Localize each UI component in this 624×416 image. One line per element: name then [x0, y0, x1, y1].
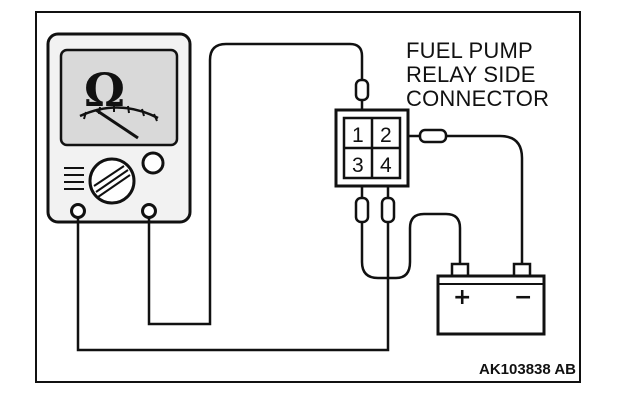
figure-frame	[35, 11, 581, 383]
wire-pin2-to-battery-negative	[446, 134, 524, 266]
lead-to-pin-4	[76, 217, 390, 352]
battery-positive-terminal	[450, 262, 470, 278]
probe-pin-4	[380, 180, 396, 224]
battery-body	[436, 274, 546, 336]
meter-jack-ohm	[141, 203, 157, 219]
battery-icon: + −	[436, 262, 546, 336]
meter-scale-arc	[79, 106, 159, 120]
battery-negative-symbol: −	[514, 285, 532, 310]
pin-1-label: 1	[352, 124, 364, 147]
pin-4-label: 4	[380, 154, 392, 177]
meter-needle	[95, 108, 139, 140]
battery-negative-terminal	[512, 262, 532, 278]
title-line-1: FUEL PUMP	[406, 38, 533, 63]
meter-window	[59, 48, 179, 147]
figure-code: AK103838 AB	[479, 361, 576, 378]
title-line-2: RELAY SIDE	[406, 62, 536, 87]
test-leads	[76, 42, 524, 352]
pin-3-label: 3	[352, 154, 364, 177]
meter-range-marks	[64, 167, 84, 190]
probe-pin-3	[354, 180, 370, 224]
relay-connector-icon: 1 2 3 4	[334, 108, 410, 188]
ohmmeter-icon: Ω	[46, 32, 192, 224]
title-line-3: CONNECTOR	[406, 86, 549, 111]
meter-zero-adjust	[141, 151, 165, 175]
meter-jack-com	[70, 203, 86, 219]
lead-to-pin-1	[147, 42, 364, 326]
meter-knob-grip	[93, 165, 131, 198]
battery-positive-symbol: +	[453, 285, 471, 310]
jumper-pin3-to-battery-positive	[360, 212, 462, 280]
pin-2-label: 2	[380, 124, 392, 147]
